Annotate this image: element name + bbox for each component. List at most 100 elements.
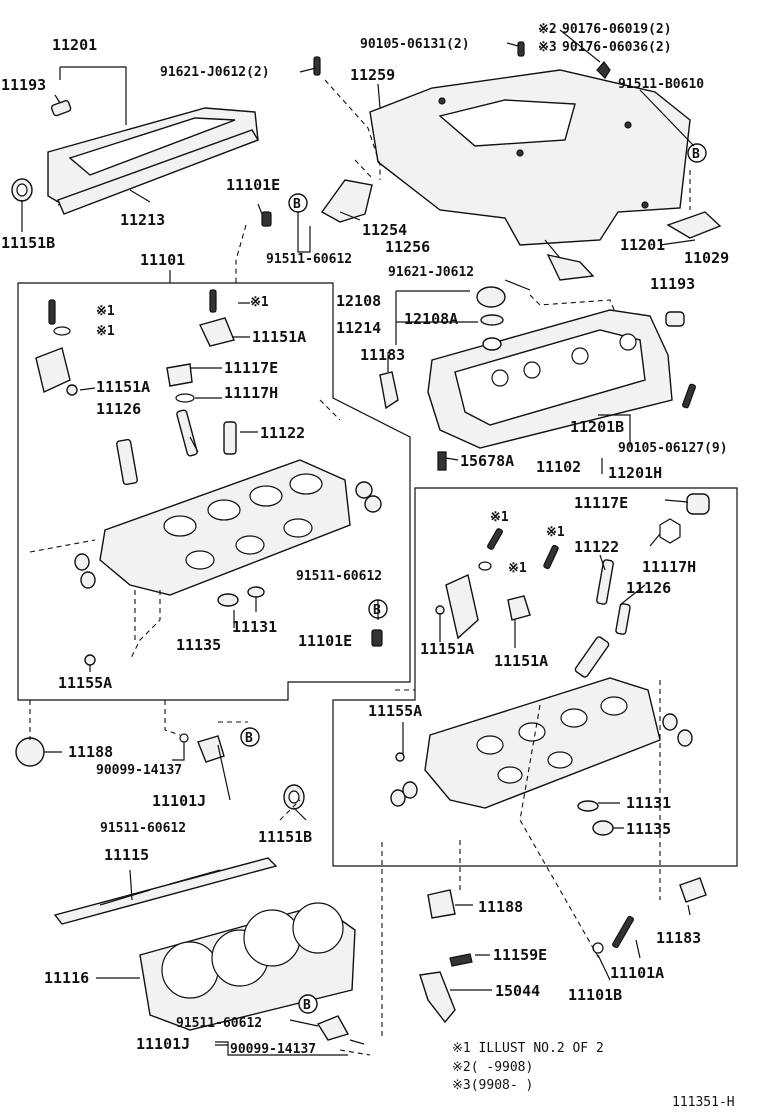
gasket-11117H-left — [175, 393, 195, 403]
label-12108A: 12108A — [404, 310, 458, 328]
bolt-11159E — [449, 953, 473, 967]
bolt-11101E-top — [261, 211, 272, 227]
cap-11117E-right — [686, 493, 710, 515]
plug-11151A-right — [435, 605, 445, 615]
retainer-11151A-right — [507, 595, 531, 621]
plug-11155A-left — [84, 654, 96, 666]
label-11188-2: 11188 — [478, 898, 523, 916]
washer-ref1-c — [478, 561, 492, 571]
plug-left-b — [364, 495, 382, 513]
guide-11122-left — [223, 421, 237, 455]
label-11117E-1: 11117E — [224, 359, 278, 377]
bracket-11029 — [666, 211, 722, 239]
guide-11126-right — [615, 603, 631, 635]
label-90176-06036: 90176-06036(2) — [562, 40, 672, 55]
ring-11135-left — [217, 593, 239, 607]
assembly-box-right — [332, 487, 738, 867]
svg-text:B: B — [303, 998, 311, 1013]
label-11259: 11259 — [350, 66, 395, 84]
washer-ref1-a — [53, 326, 71, 336]
label-11151B-bottom: 11151B — [258, 828, 312, 846]
label-11214: 11214 — [336, 319, 381, 337]
oil-filler-cap-12108 — [476, 286, 506, 326]
label-11101E-top: 11101E — [226, 176, 280, 194]
label-11193-right: 11193 — [650, 275, 695, 293]
label-11101E-mid: 11101E — [298, 632, 352, 650]
guide-11126-left — [176, 409, 198, 457]
label-11213: 11213 — [120, 211, 165, 229]
ref-3-marker: ※3 — [538, 40, 557, 55]
callout-b-5: B — [298, 994, 318, 1014]
label-11254: 11254 — [362, 221, 407, 239]
plug-11188-right — [427, 889, 456, 919]
engine-cover-11259 — [369, 69, 691, 246]
label-11201H: 11201H — [608, 464, 662, 482]
bolt-90105-06127 — [682, 383, 696, 409]
seal-right-b — [402, 781, 418, 799]
guide-11122-right — [596, 559, 614, 605]
callout-b-2: B — [687, 143, 707, 163]
ref-1-marker-f: ※1 — [508, 561, 527, 576]
label-11151A-3: 11151A — [420, 640, 474, 658]
ring-11131-right — [577, 800, 599, 812]
gasket-11115 — [53, 857, 278, 925]
label-11102: 11102 — [536, 458, 581, 476]
label-15678A: 15678A — [460, 452, 514, 470]
cylinder-head-cover-right — [427, 309, 673, 449]
ref-1-marker-c: ※1 — [250, 295, 269, 310]
sensor-15678A — [437, 451, 447, 471]
label-11101A: 11101A — [610, 964, 664, 982]
label-11151A-4: 11151A — [494, 652, 548, 670]
ref-1-marker-a: ※1 — [96, 304, 115, 319]
cap-11117E-left — [166, 363, 193, 387]
svg-text:B: B — [245, 731, 253, 746]
label-11101J-2: 11101J — [136, 1035, 190, 1053]
callout-b-4: B — [240, 727, 260, 747]
label-90105-06127: 90105-06127(9) — [618, 441, 728, 456]
nut-11117H-right — [659, 518, 681, 544]
label-11126-1: 11126 — [96, 400, 141, 418]
cylinder-head-right — [424, 677, 661, 809]
plug-11183-top — [379, 371, 399, 410]
label-91621-J0612: 91621-J0612 — [388, 265, 474, 280]
label-11115: 11115 — [104, 846, 149, 864]
label-11101J-1: 11101J — [152, 792, 206, 810]
plug-11151A-b — [66, 384, 78, 396]
ref-1-marker-d: ※1 — [490, 510, 509, 525]
plug-right-a — [662, 713, 678, 731]
bolt-ref1-c — [487, 528, 503, 550]
nut-90176 — [596, 61, 611, 79]
label-11183-top: 11183 — [360, 346, 405, 364]
plug-11183-bottom — [679, 877, 707, 903]
svg-text:B: B — [692, 147, 700, 162]
ring-11135-right — [592, 820, 614, 836]
washer-11101B — [592, 942, 604, 954]
label-90099-14137-1: 90099-14137 — [96, 763, 182, 778]
ref-1-marker-b: ※1 — [96, 324, 115, 339]
label-11116: 11116 — [44, 969, 89, 987]
label-15044: 15044 — [495, 982, 540, 1000]
bracket-11256 — [546, 254, 595, 281]
pipe-right — [574, 636, 610, 678]
label-91511-60612-d: 91511-60612 — [176, 1016, 262, 1031]
callout-b-1: B — [288, 193, 308, 213]
label-11126-2: 11126 — [626, 579, 671, 597]
bolt-11101E-mid — [371, 629, 383, 647]
label-91511-60612-c: 91511-60612 — [100, 821, 186, 836]
label-11122-2: 11122 — [574, 538, 619, 556]
svg-text:B: B — [373, 603, 381, 618]
cover-gasket-left — [57, 129, 260, 215]
label-11155A-2: 11155A — [368, 702, 422, 720]
sensor-11101J-left — [197, 735, 225, 763]
label-91511-B0610: 91511-B0610 — [618, 77, 704, 92]
label-11117E-2: 11117E — [574, 494, 628, 512]
label-11101: 11101 — [140, 251, 185, 269]
note-illust: ※1 ILLUST NO.2 OF 2 — [452, 1041, 604, 1056]
bolt-91621-top — [313, 56, 321, 76]
label-12108: 12108 — [336, 292, 381, 310]
grommet-11193-left — [50, 100, 72, 117]
ring-11131-left — [247, 586, 265, 598]
label-90099-14137-2: 90099-14137 — [230, 1042, 316, 1057]
